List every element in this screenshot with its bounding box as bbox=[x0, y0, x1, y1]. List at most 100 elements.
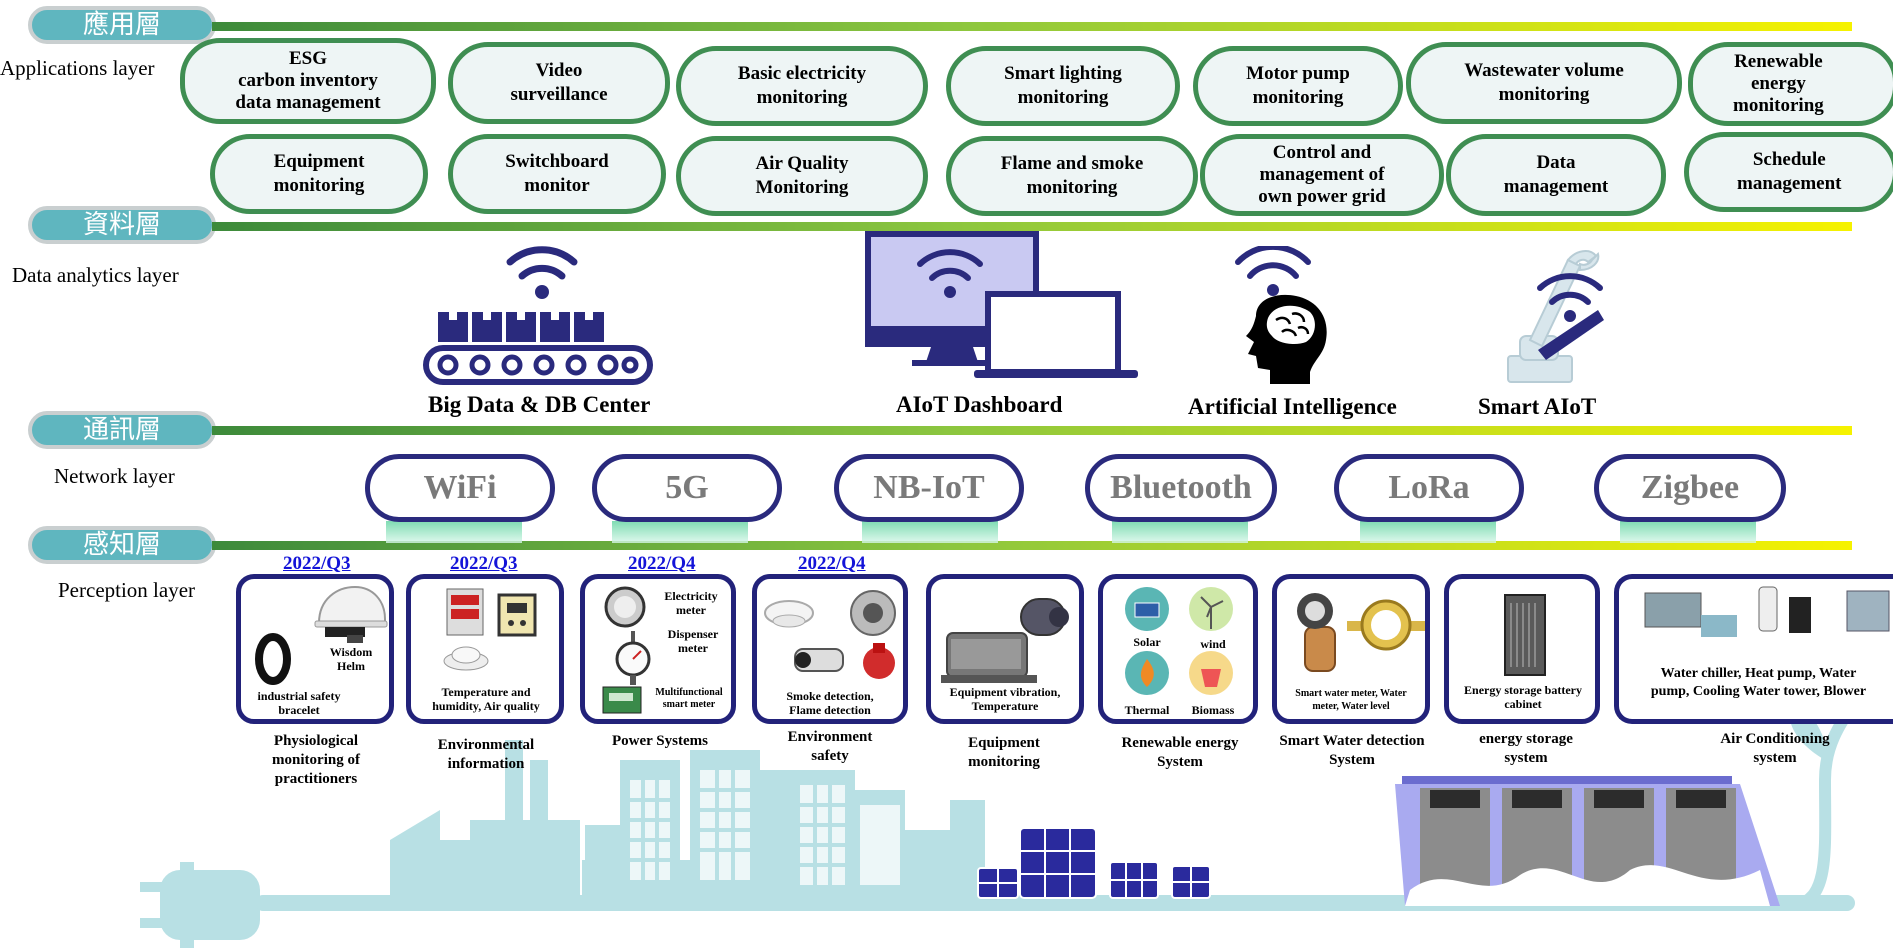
solar-caption: Solar bbox=[1133, 635, 1161, 649]
data-layer-label: Data analytics layer bbox=[12, 263, 179, 287]
motor-icon bbox=[941, 598, 1069, 683]
helmet-icon bbox=[314, 585, 388, 643]
biomass-icon bbox=[1189, 651, 1233, 695]
wind-caption: wind bbox=[1200, 637, 1226, 651]
fire-alarm-icon bbox=[863, 643, 895, 679]
wifi-beam bbox=[386, 521, 522, 543]
network-5g[interactable]: 5G bbox=[592, 454, 782, 522]
brass-meter-icon bbox=[1347, 599, 1425, 651]
network-bluetooth[interactable]: Bluetooth bbox=[1085, 454, 1277, 522]
equipment-caption: Equipment vibration,Temperature bbox=[949, 685, 1061, 713]
network-nbiot[interactable]: NB-IoT bbox=[834, 454, 1024, 522]
perception-layer-line bbox=[212, 541, 1852, 550]
safety-caption: Smoke detection,Flame detection bbox=[786, 689, 874, 717]
sensor-card-equipment[interactable]: Equipment vibration,Temperature bbox=[926, 574, 1084, 724]
air-quality-sensor-icon bbox=[443, 646, 489, 671]
network-layer-label: Network layer bbox=[54, 464, 175, 488]
smoke-detector-icon bbox=[764, 600, 814, 628]
application-layer-label: Applications layer bbox=[0, 56, 155, 80]
perception-layer-label: Perception layer bbox=[58, 578, 196, 602]
smart-aiot-label: Smart AIoT bbox=[1478, 394, 1597, 419]
hvac-equipment-icon bbox=[1644, 586, 1890, 637]
quarter-label-1: 2022/Q3 bbox=[283, 553, 351, 574]
lora-beam bbox=[1360, 521, 1496, 543]
dashboard-devices-icon bbox=[865, 231, 1138, 378]
flame-detector-icon bbox=[850, 590, 896, 636]
system-power: Power Systems bbox=[612, 733, 708, 749]
biomass-caption: Biomass bbox=[1191, 703, 1235, 717]
robot-arm-icon bbox=[1507, 250, 1604, 383]
dashboard-label: AIoT Dashboard bbox=[896, 392, 1063, 417]
tab-data-layer: 資料層 bbox=[28, 206, 216, 244]
network-layer-line bbox=[212, 426, 1852, 435]
ai-head-icon bbox=[1235, 246, 1327, 384]
network-zigbee[interactable]: Zigbee bbox=[1594, 454, 1786, 522]
thermal-icon bbox=[1125, 651, 1169, 695]
display-meter-icon bbox=[446, 588, 484, 636]
bracelet-icon bbox=[255, 633, 291, 685]
quarter-label-2: 2022/Q3 bbox=[450, 553, 518, 574]
water-meter-icon bbox=[1297, 593, 1336, 672]
tab-perception-layer: 感知層 bbox=[28, 526, 216, 564]
big-data-conveyor-icon bbox=[423, 246, 653, 385]
sensor-card-safety[interactable]: Smoke detection,Flame detection bbox=[752, 574, 908, 724]
solar-icon bbox=[1125, 587, 1169, 631]
wind-icon bbox=[1189, 587, 1233, 631]
quarter-label-4: 2022/Q4 bbox=[798, 553, 866, 574]
ai-label: Artificial Intelligence bbox=[1188, 394, 1397, 419]
network-wifi[interactable]: WiFi bbox=[365, 454, 555, 522]
big-data-label: Big Data & DB Center bbox=[428, 392, 651, 417]
nbiot-beam bbox=[862, 521, 998, 543]
tab-application-layer: 應用層 bbox=[28, 6, 216, 44]
tab-network-layer: 通訊層 bbox=[28, 411, 216, 449]
quarter-label-3: 2022/Q4 bbox=[628, 553, 696, 574]
battery-cabinet-icon bbox=[1504, 594, 1546, 676]
multifunctional-meter-icon bbox=[602, 686, 642, 714]
5g-beam bbox=[612, 521, 748, 543]
bluetooth-beam bbox=[1112, 521, 1248, 543]
application-layer-line bbox=[212, 22, 1852, 31]
network-lora[interactable]: LoRa bbox=[1334, 454, 1524, 522]
electricity-meter-icon bbox=[604, 586, 646, 628]
data-layer-line bbox=[212, 222, 1852, 231]
sensor-card-renewable[interactable]: Solar wind Thermal Biomass bbox=[1098, 574, 1258, 724]
